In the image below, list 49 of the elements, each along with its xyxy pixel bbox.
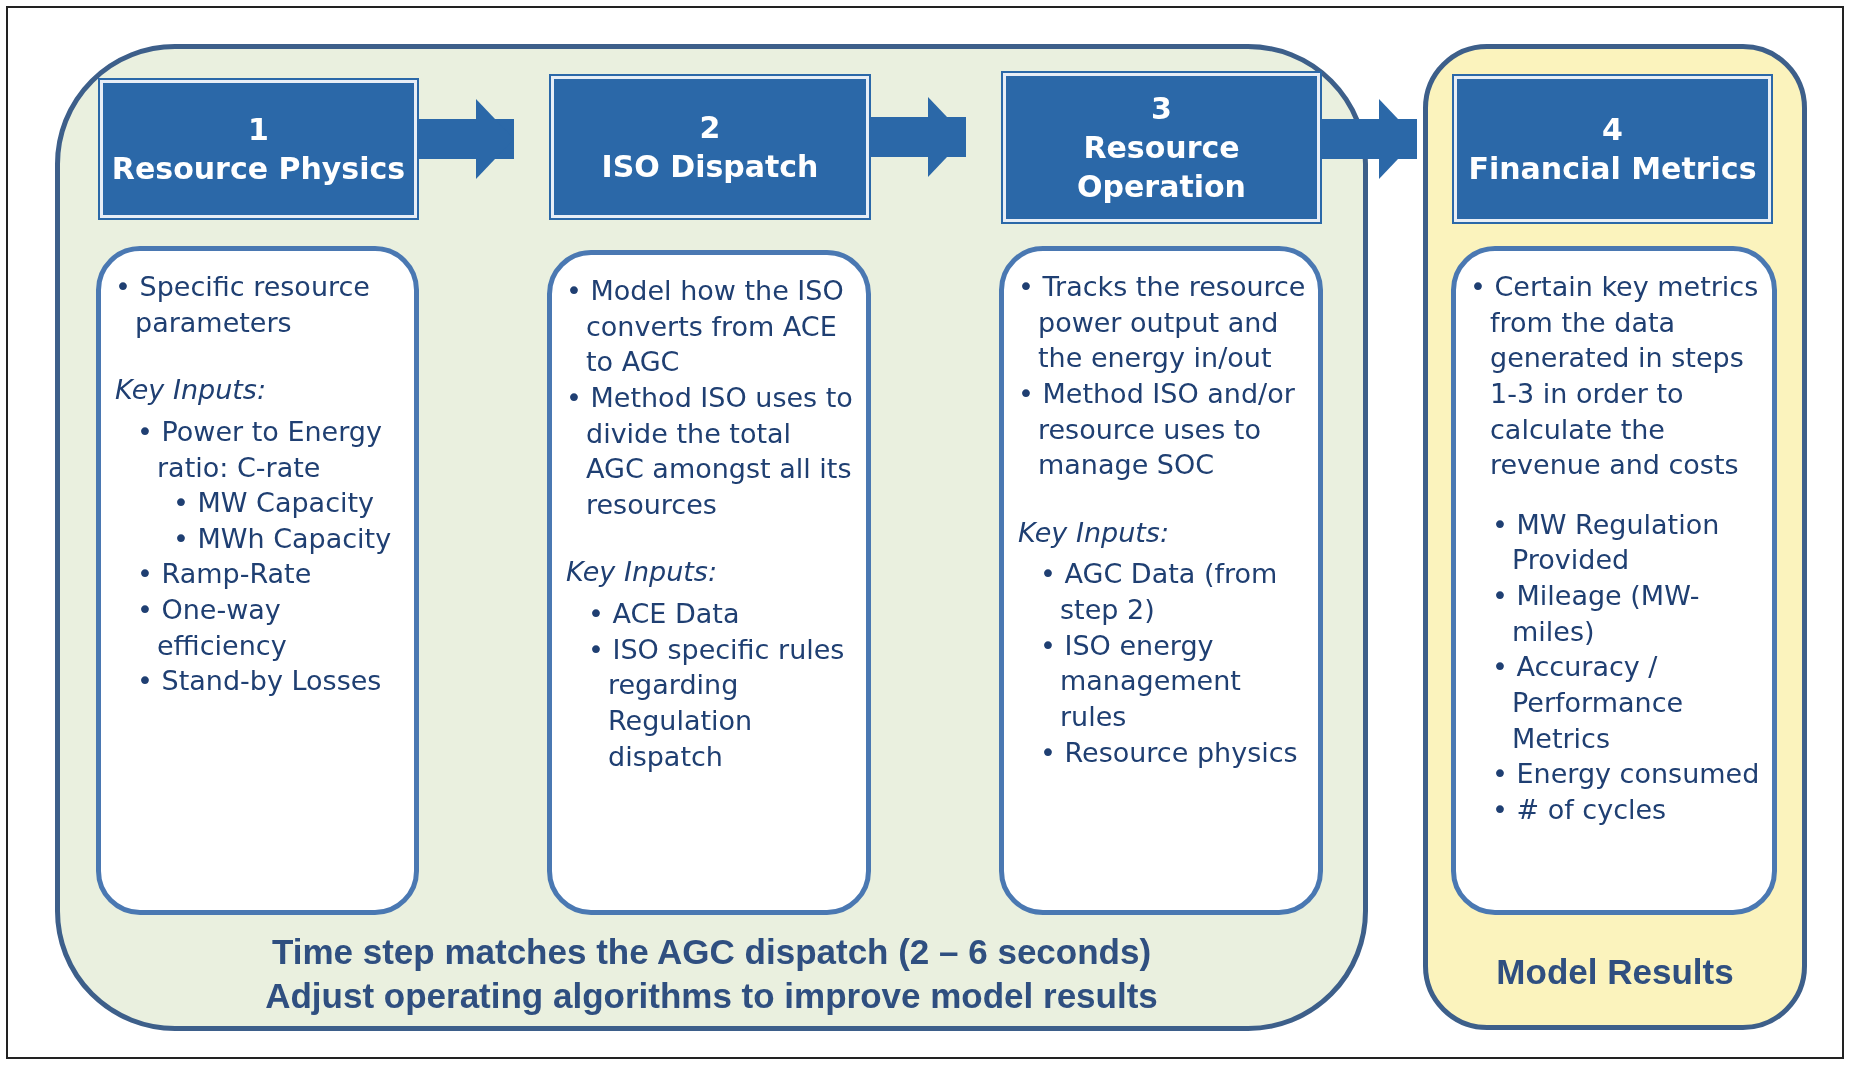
step-header <box>1454 76 1771 222</box>
step-title: Resource Operation <box>1076 129 1247 206</box>
bullet-item: • Method ISO uses to divide the total AGC amongst all its resources <box>566 380 854 522</box>
step-title: Financial Metrics <box>1468 150 1757 188</box>
bullet-item: • Ramp-Rate <box>137 557 313 592</box>
step-header <box>551 76 869 218</box>
bullet-item: • Tracks the resource power output and the energy in/out <box>1018 270 1307 376</box>
section-heading: Key Inputs: <box>566 555 718 590</box>
bullet-item: • Stand-by Losses <box>137 664 383 699</box>
bullet-item: • AGC Data (from step 2) <box>1040 557 1279 627</box>
rounded-panel <box>55 44 1368 1031</box>
bullet-item: • Certain key metrics from the data generated in steps 1-3 in order to calculate the revenue and costs <box>1470 270 1760 483</box>
block-arrow <box>870 97 966 177</box>
bullet-item: • Accuracy / Performance Metrics <box>1492 650 1685 756</box>
section-heading: Key Inputs: <box>1018 515 1170 550</box>
bullet-item: • # of cycles <box>1492 792 1668 827</box>
step-title: ISO Dispatch <box>601 148 819 186</box>
bullet-item: • One-way efficiency <box>137 593 288 663</box>
bullet-item: • Energy consumed <box>1492 757 1761 792</box>
bullet-item: • ISO energy management rules <box>1040 628 1242 734</box>
description-card <box>96 246 419 915</box>
bullet-item: • Mileage (MW-miles) <box>1492 579 1701 649</box>
bullet-item: • Method ISO and/or resource uses to manage SOC <box>1018 376 1296 483</box>
description-card <box>547 250 871 915</box>
step-number: 3 <box>1151 90 1172 128</box>
step-header <box>1003 73 1320 222</box>
section-heading: Key Inputs: <box>115 373 267 408</box>
bullet-item: • MW Regulation Provided <box>1492 507 1721 578</box>
bullet-item: • ISO specific rules regarding Regulation dispatch <box>588 632 846 774</box>
description-card <box>999 246 1323 915</box>
step-header <box>100 80 417 218</box>
rounded-panel <box>1423 44 1807 1030</box>
step-title: Resource Physics <box>111 150 406 188</box>
bullet-item: • Power to Energy ratio: C-rate <box>137 414 383 485</box>
bullet-item: • MW Capacity <box>173 486 376 521</box>
panel-caption: Time step matches the AGC dispatch (2 – 6 seconds) <box>270 932 1153 972</box>
bullet-item: • MWh Capacity <box>173 521 393 556</box>
step-number: 2 <box>699 109 721 147</box>
step-number: 4 <box>1602 111 1623 149</box>
description-card <box>1451 246 1777 915</box>
step-number: 1 <box>248 111 269 149</box>
panel-caption: Adjust operating algorithms to improve model results <box>264 976 1159 1016</box>
bullet-item: • Specific resource parameters <box>115 270 371 340</box>
bullet-item: • ACE Data <box>588 597 741 631</box>
block-arrow <box>418 99 514 179</box>
bullet-item: • Resource physics <box>1040 735 1299 770</box>
bullet-item: • Model how the ISO converts from ACE to AGC <box>566 274 845 380</box>
block-arrow <box>1321 99 1417 179</box>
panel-caption: Model Results <box>1495 952 1735 992</box>
